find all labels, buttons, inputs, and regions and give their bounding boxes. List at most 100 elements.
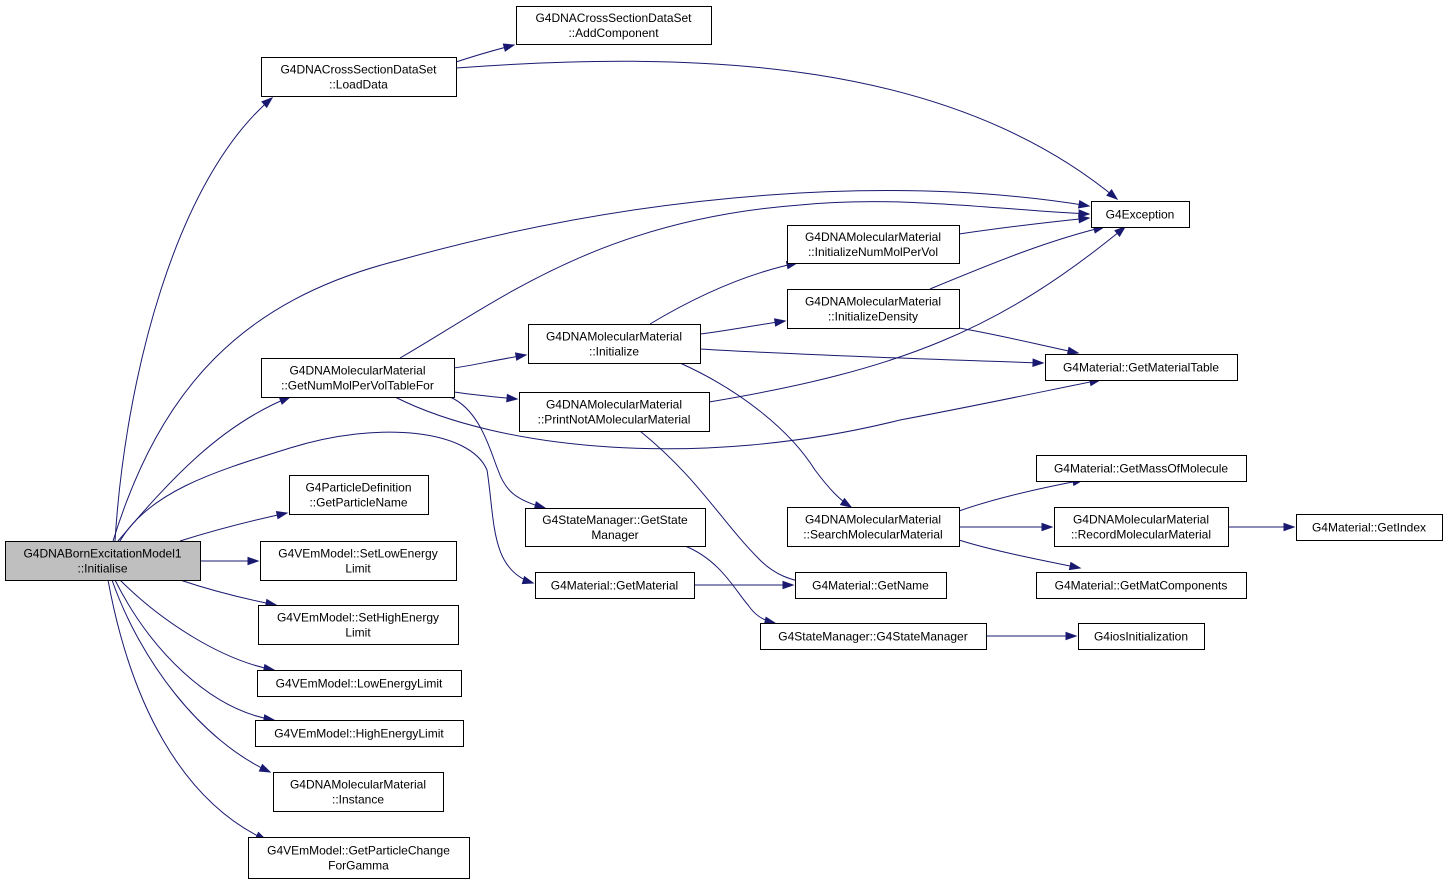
node-label: G4VEmModel::SetHighEnergy [277, 611, 439, 625]
node-label: G4DNAMolecularMaterial [546, 330, 682, 344]
node-label: G4StateManager::GetState [542, 513, 688, 527]
node-label: ::SearchMolecularMaterial [803, 528, 942, 542]
edge-line [453, 354, 527, 369]
node-label: G4Exception [1106, 208, 1175, 222]
node-box[interactable] [525, 508, 706, 547]
node-initialize[interactable]: G4DNAMolecularMaterial::Initialize [528, 324, 701, 364]
node-loaddata[interactable]: G4DNACrossSectionDataSet::LoadData [261, 57, 457, 97]
node-label: G4DNAMolecularMaterial [805, 513, 941, 527]
edge-line [111, 579, 271, 773]
node-label: G4DNAMolecularMaterial [805, 230, 941, 244]
node-root[interactable]: G4DNABornExcitationModel1::Initialise [5, 541, 201, 581]
node-getparticlename[interactable]: G4ParticleDefinition::GetParticleName [289, 475, 429, 515]
node-addcomponent[interactable]: G4DNACrossSectionDataSet::AddComponent [516, 6, 712, 45]
node-box[interactable] [261, 358, 455, 398]
edge-root-to-getparticlename [179, 510, 289, 542]
node-instance[interactable]: G4DNAMolecularMaterial::Instance [273, 772, 444, 812]
node-box[interactable] [1036, 572, 1247, 599]
edge-initialize-to-initnummol [649, 260, 799, 325]
node-label: G4DNACrossSectionDataSet [535, 11, 692, 25]
edge-line [958, 327, 1079, 354]
node-label: G4VEmModel::LowEnergyLimit [276, 677, 443, 691]
edge-line [684, 545, 776, 624]
node-box[interactable] [273, 772, 444, 812]
edge-root-to-loaddata [114, 97, 274, 542]
edges-layer [107, 43, 1296, 841]
node-label: G4Material::GetMassOfMolecule [1054, 462, 1228, 476]
node-box[interactable] [1045, 354, 1238, 381]
edge-searchmol-to-getmass [958, 477, 1085, 512]
node-box[interactable] [255, 720, 464, 747]
node-box[interactable] [1054, 507, 1229, 547]
node-box[interactable] [787, 507, 960, 547]
node-label: G4VEmModel::SetLowEnergy [278, 547, 437, 561]
node-box[interactable] [5, 541, 201, 581]
node-box[interactable] [516, 6, 712, 45]
node-label: ::LoadData [329, 78, 388, 92]
node-getmattable[interactable]: G4Material::GetMaterialTable [1045, 354, 1238, 381]
node-highlimit[interactable]: G4VEmModel::HighEnergyLimit [255, 720, 464, 747]
edge-root-to-highlimit [114, 579, 276, 723]
node-initdensity[interactable]: G4DNAMolecularMaterial::InitializeDensit… [787, 289, 960, 329]
node-box[interactable] [760, 623, 987, 650]
node-getmass[interactable]: G4Material::GetMassOfMolecule [1036, 455, 1247, 482]
arrow-head-icon [1041, 522, 1054, 532]
node-initnummol[interactable]: G4DNAMolecularMaterial::InitializeNumMol… [787, 225, 960, 264]
edge-line [639, 430, 813, 585]
edge-searchmol-to-recordmol [959, 522, 1054, 532]
node-getname[interactable]: G4Material::GetName [795, 572, 947, 599]
edge-getnummol-to-printnot [453, 391, 519, 403]
node-label: ::Initialise [77, 562, 127, 576]
node-box[interactable] [248, 837, 470, 879]
node-label: ::InitializeNumMolPerVol [808, 245, 938, 259]
node-box[interactable] [535, 572, 695, 599]
node-box[interactable] [795, 572, 947, 599]
edge-line [699, 320, 786, 335]
edge-loaddata-to-addcomponent [455, 43, 516, 63]
node-label: ::GetParticleName [309, 496, 407, 510]
arrow-head-icon [773, 318, 787, 327]
edge-initialize-to-getmattable [699, 348, 1045, 367]
node-box[interactable] [528, 324, 701, 364]
node-getmaterial[interactable]: G4Material::GetMaterial [535, 572, 695, 599]
node-box[interactable] [261, 57, 457, 97]
arrow-head-icon [521, 575, 535, 585]
node-lowlimit[interactable]: G4VEmModel::LowEnergyLimit [257, 670, 462, 697]
node-exception[interactable]: G4Exception [1091, 201, 1190, 228]
node-box[interactable] [289, 475, 429, 515]
node-box[interactable] [787, 225, 960, 264]
edge-root-to-getnummol [117, 396, 292, 542]
node-box[interactable] [1091, 201, 1190, 228]
node-label: Limit [345, 562, 371, 576]
node-getindex[interactable]: G4Material::GetIndex [1296, 514, 1443, 541]
edge-root-to-sethigh [179, 579, 278, 608]
node-label: Manager [591, 528, 638, 542]
node-box[interactable] [787, 289, 960, 329]
node-printnot[interactable]: G4DNAMolecularMaterial::PrintNotAMolecul… [519, 392, 710, 432]
node-iosinit[interactable]: G4iosInitialization [1078, 623, 1205, 650]
edge-line [119, 431, 534, 584]
node-label: G4Material::GetName [812, 579, 929, 593]
node-box[interactable] [260, 541, 457, 581]
edge-line [399, 201, 1090, 359]
edge-line [107, 579, 267, 841]
node-box[interactable] [258, 605, 459, 645]
edge-line [679, 362, 852, 508]
edge-line [455, 60, 1118, 200]
node-box[interactable] [257, 670, 462, 697]
node-label: G4StateManager::G4StateManager [778, 630, 967, 644]
node-getnummol[interactable]: G4DNAMolecularMaterial::GetNumMolPerVolT… [261, 358, 455, 398]
node-box[interactable] [1296, 514, 1443, 541]
node-recordmol[interactable]: G4DNAMolecularMaterial::RecordMolecularM… [1054, 507, 1229, 547]
node-getmatcomp[interactable]: G4Material::GetMatComponents [1036, 572, 1247, 599]
node-g4statemgr[interactable]: G4StateManager::G4StateManager [760, 623, 987, 650]
node-box[interactable] [1036, 455, 1247, 482]
node-box[interactable] [1078, 623, 1205, 650]
node-searchmol[interactable]: G4DNAMolecularMaterial::SearchMolecularM… [787, 507, 960, 547]
arrow-head-icon [533, 501, 547, 510]
node-box[interactable] [519, 392, 710, 432]
